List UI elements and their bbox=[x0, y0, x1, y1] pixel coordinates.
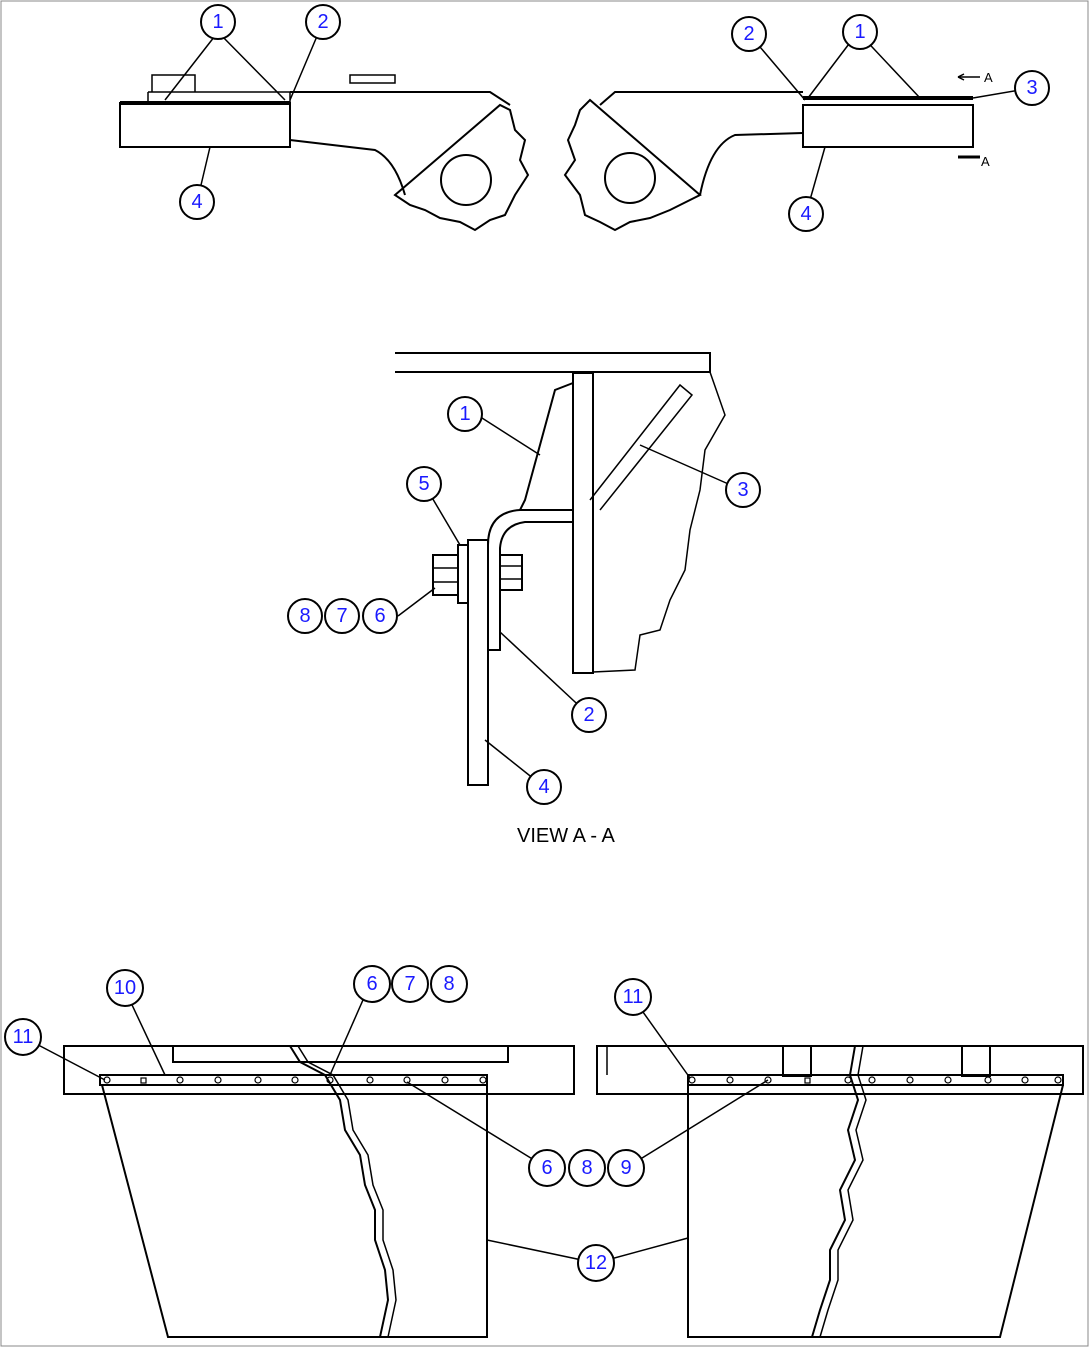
svg-text:2: 2 bbox=[743, 23, 754, 45]
callout-3-view: 3 bbox=[725, 472, 761, 508]
callout-7-bottom-top: 7 bbox=[391, 965, 429, 1003]
svg-text:8: 8 bbox=[299, 605, 310, 627]
callout-2-view: 2 bbox=[571, 697, 607, 733]
callout-1-top-left: 1 bbox=[200, 4, 236, 40]
svg-text:7: 7 bbox=[336, 605, 347, 627]
part-12-right-panel bbox=[687, 1084, 1064, 1338]
svg-text:12: 12 bbox=[585, 1252, 607, 1274]
bottom-leaders bbox=[22, 983, 769, 1264]
view-label: VIEW A - A bbox=[517, 825, 615, 847]
section-mark-top: A bbox=[984, 70, 993, 85]
section-mark-bottom: A bbox=[981, 154, 990, 169]
top-left-assembly bbox=[119, 74, 530, 232]
svg-text:3: 3 bbox=[1026, 77, 1037, 99]
bottom-right-assembly bbox=[596, 1045, 1084, 1338]
top-right-assembly: A A bbox=[563, 70, 993, 232]
part-5-washer bbox=[457, 544, 469, 604]
svg-text:9: 9 bbox=[620, 1157, 631, 1179]
callout-12-bottom: 12 bbox=[577, 1244, 615, 1282]
bottom-left-assembly bbox=[63, 1045, 575, 1338]
svg-text:7: 7 bbox=[404, 973, 415, 995]
svg-text:5: 5 bbox=[418, 473, 429, 495]
callout-11-bottom-right: 11 bbox=[614, 978, 652, 1016]
svg-text:2: 2 bbox=[583, 704, 594, 726]
svg-text:1: 1 bbox=[459, 403, 470, 425]
svg-text:10: 10 bbox=[114, 977, 136, 999]
callout-1-view: 1 bbox=[447, 396, 483, 432]
svg-text:6: 6 bbox=[374, 605, 385, 627]
callout-6-view: 6 bbox=[362, 598, 398, 634]
callout-3-top-right: 3 bbox=[1014, 70, 1050, 106]
part-4-left-block bbox=[119, 102, 291, 148]
view-a-a-assembly bbox=[395, 352, 726, 786]
part-1-plate bbox=[572, 372, 594, 674]
callout-2-top-right: 2 bbox=[731, 16, 767, 52]
part-4-apron bbox=[467, 539, 489, 786]
callout-4-top-right: 4 bbox=[788, 196, 824, 232]
part-12-left-panel bbox=[101, 1084, 488, 1338]
callout-6-bottom-mid: 6 bbox=[528, 1149, 566, 1187]
callout-2-top-left: 2 bbox=[305, 4, 341, 40]
svg-text:3: 3 bbox=[737, 479, 748, 501]
svg-text:11: 11 bbox=[13, 1026, 34, 1048]
part-3-strip bbox=[589, 383, 694, 511]
svg-text:8: 8 bbox=[581, 1157, 592, 1179]
view-leaders bbox=[397, 417, 743, 788]
part-2-bracket bbox=[487, 509, 574, 651]
callout-8-view: 8 bbox=[287, 598, 323, 634]
callout-1-top-right: 1 bbox=[842, 14, 878, 50]
callout-10-bottom: 10 bbox=[106, 969, 144, 1007]
callout-6-bottom-top: 6 bbox=[353, 965, 391, 1003]
part-8-nut bbox=[499, 554, 523, 591]
svg-text:8: 8 bbox=[443, 973, 454, 995]
svg-text:6: 6 bbox=[541, 1157, 552, 1179]
callout-11-bottom-left: 11 bbox=[4, 1018, 42, 1056]
top-leaders bbox=[164, 21, 1033, 215]
svg-text:4: 4 bbox=[538, 776, 549, 798]
bottom-right-bolts bbox=[688, 1076, 1062, 1084]
svg-text:4: 4 bbox=[191, 191, 202, 213]
svg-text:1: 1 bbox=[212, 11, 223, 33]
callout-8-bottom-mid: 8 bbox=[568, 1149, 606, 1187]
callout-4-top-left: 4 bbox=[179, 184, 215, 220]
callout-7-view: 7 bbox=[324, 598, 360, 634]
bottom-left-bolts bbox=[103, 1076, 487, 1084]
svg-text:6: 6 bbox=[366, 973, 377, 995]
callout-4-view: 4 bbox=[526, 769, 562, 805]
svg-text:2: 2 bbox=[317, 11, 328, 33]
svg-text:1: 1 bbox=[854, 21, 865, 43]
part-6-bolt-head bbox=[432, 554, 459, 596]
callout-8-bottom-top: 8 bbox=[430, 965, 468, 1003]
svg-text:4: 4 bbox=[800, 203, 811, 225]
callout-5-view: 5 bbox=[406, 466, 442, 502]
svg-text:11: 11 bbox=[623, 986, 644, 1008]
part-4-right-block bbox=[802, 104, 974, 148]
callout-9-bottom-mid: 9 bbox=[607, 1149, 645, 1187]
